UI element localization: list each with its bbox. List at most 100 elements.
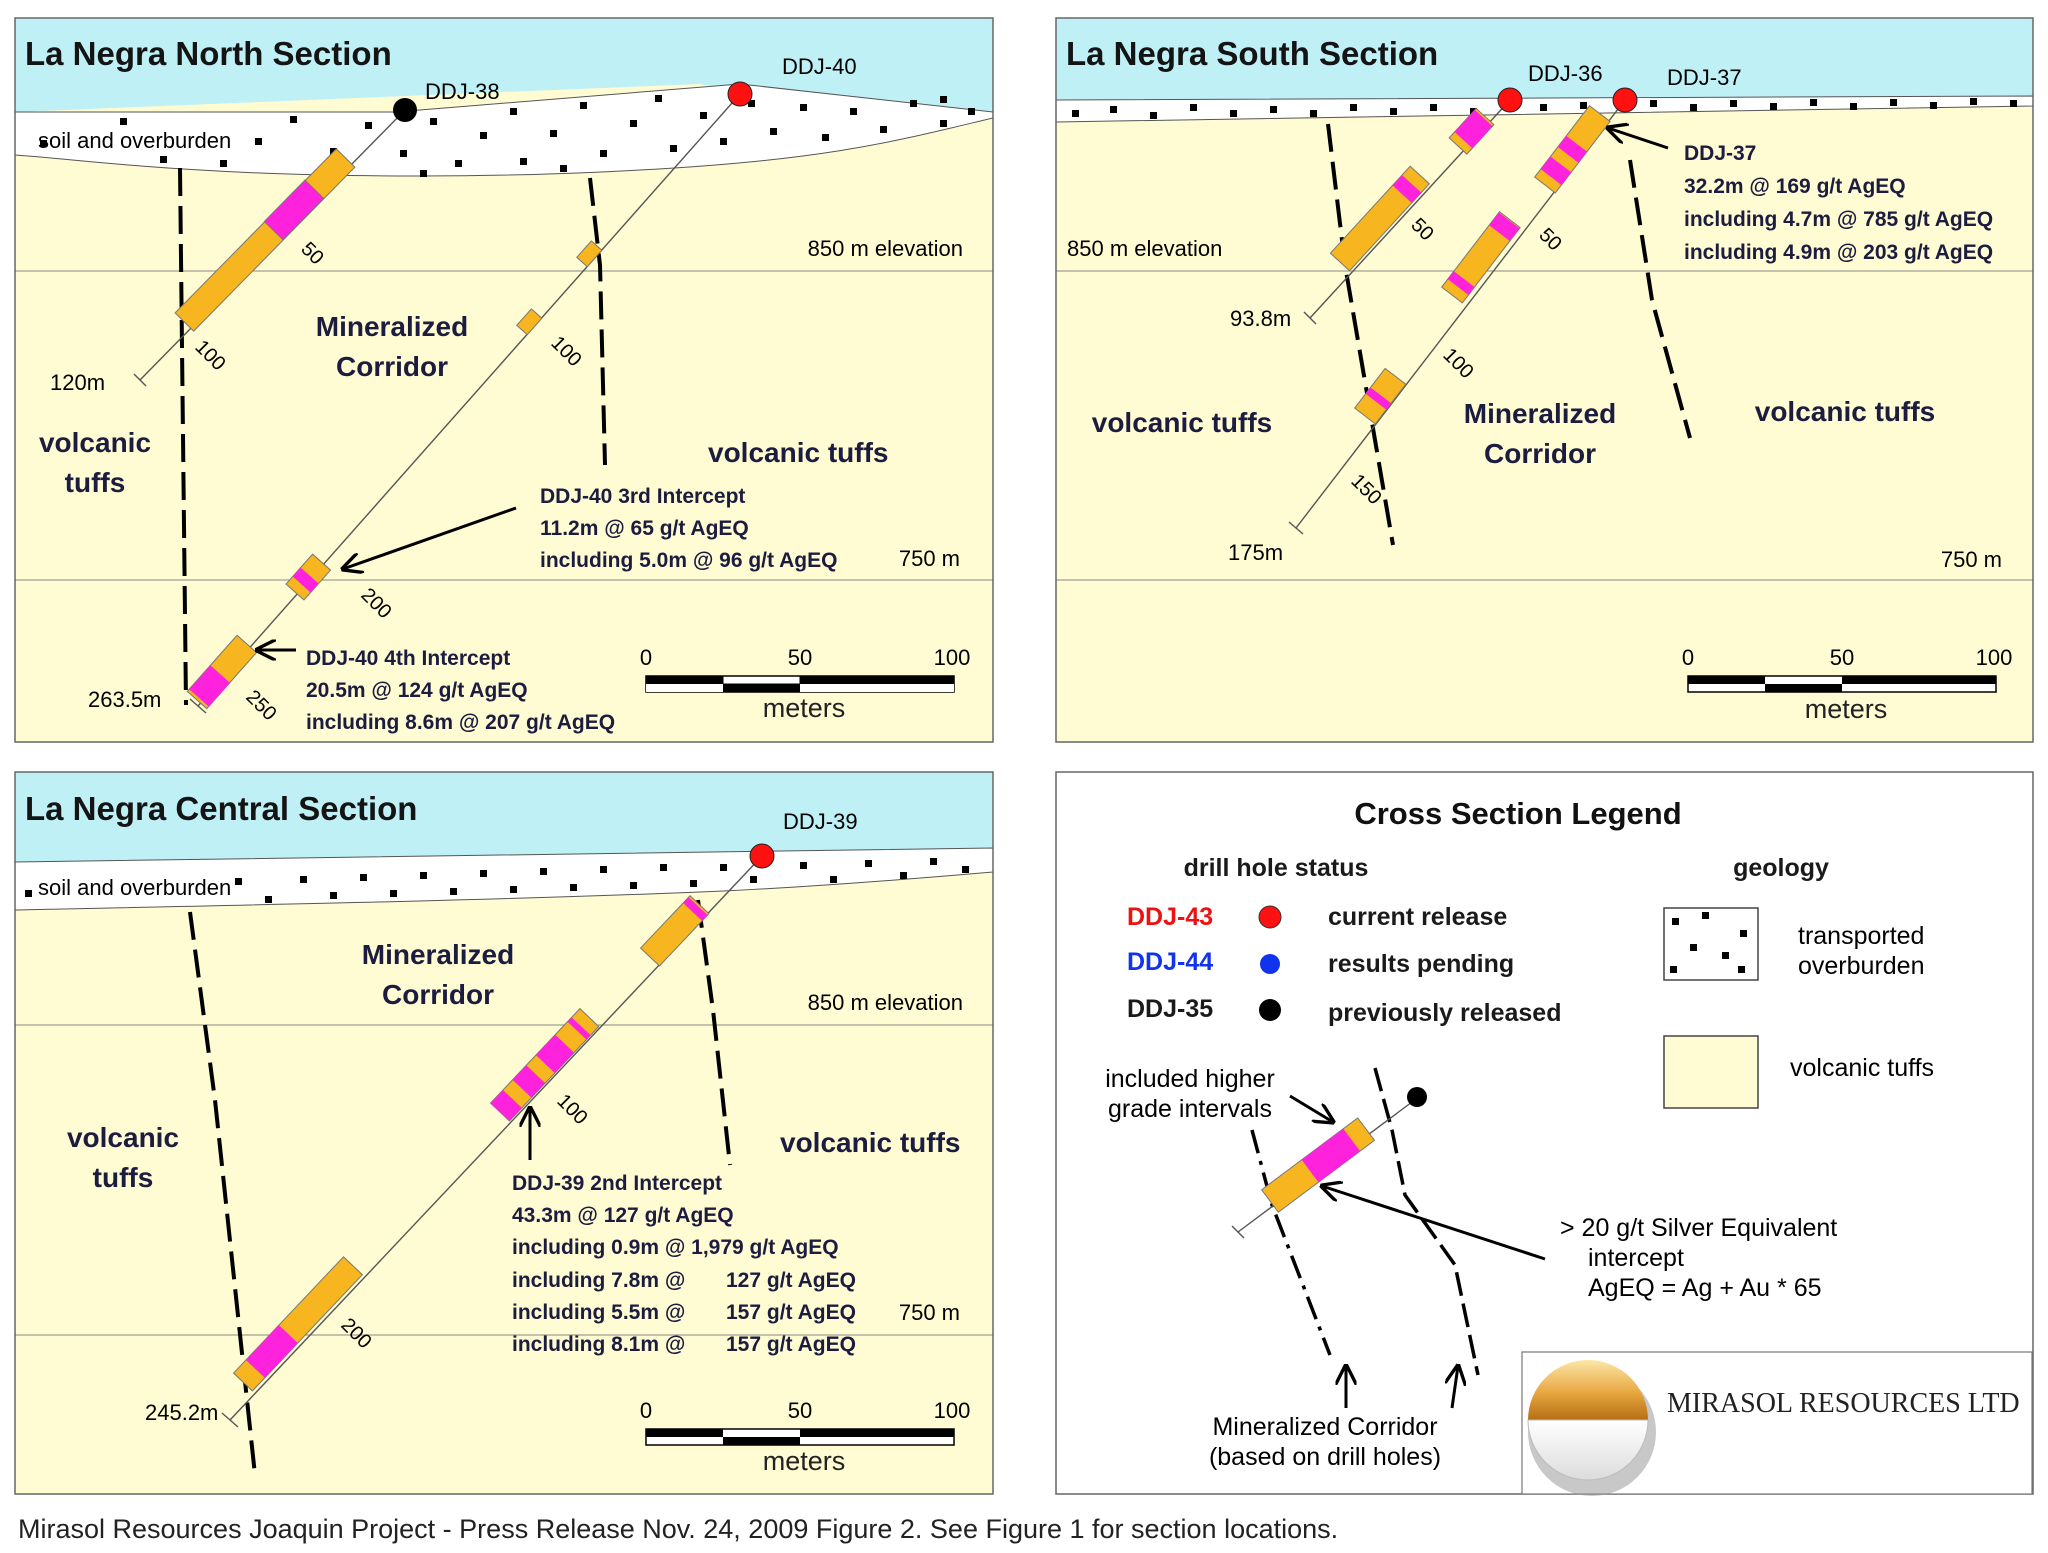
scale-50: 50 — [1830, 645, 1854, 670]
int-line-3: including 4.7m @ 785 g/t AgEQ — [1684, 208, 1993, 231]
arrow-3rd-intercept — [343, 506, 517, 569]
label-ddj-37: DDJ-37 — [1667, 65, 1742, 90]
scale-50: 50 — [788, 645, 812, 670]
previously-released-dot — [1259, 999, 1281, 1021]
tuff-swatch — [1663, 1035, 1759, 1109]
silver-eq-1: > 20 g/t Silver Equivalent — [1560, 1214, 1837, 1242]
tuffs-left: volcanic tuffs — [1092, 407, 1272, 438]
tuffs-right: volcanic tuffs — [1755, 396, 1935, 427]
status-current-code: DDJ-43 — [1127, 903, 1213, 931]
depth-ddj-40: 263.5m — [88, 687, 161, 712]
tuffs-left-1: volcanic — [67, 1122, 179, 1153]
elevation-750-label: 750 m — [1941, 547, 2002, 572]
drill-trace-ddj-40 — [197, 93, 741, 707]
scale-0: 0 — [640, 1398, 652, 1423]
soil-label: soil and overburden — [38, 128, 231, 153]
scale-0: 0 — [1682, 645, 1694, 670]
scale-0: 0 — [640, 645, 652, 670]
legend-diagram — [1231, 1067, 1546, 1409]
collar-ddj-38 — [393, 98, 417, 122]
mirasol-logo — [1527, 1360, 1656, 1496]
status-previous-code: DDJ-35 — [1127, 995, 1213, 1023]
corridor-label-1: Mineralized — [362, 939, 514, 970]
collar-ddj-39 — [749, 843, 775, 869]
corridor-boundary-west — [178, 167, 188, 706]
int3-line-1: DDJ-40 3rd Intercept — [540, 485, 745, 508]
status-pending-label: results pending — [1328, 950, 1514, 978]
elevation-750-label: 750 m — [899, 546, 960, 571]
int-line-6b: 157 g/t AgEQ — [726, 1333, 856, 1356]
north-title: La Negra North Section — [25, 35, 392, 72]
intercept-ddj-36-1 — [1448, 107, 1495, 155]
label-ddj-36: DDJ-36 — [1528, 61, 1603, 86]
north-section-panel: La Negra North Section DDJ-38 DDJ-40 soi… — [14, 17, 994, 743]
intercept-ddj-37-3 — [1353, 367, 1407, 425]
depth-ddj-36: 93.8m — [1230, 306, 1291, 331]
corridor-boundary-east — [1628, 159, 1692, 439]
intercept-ddj-39-2 — [489, 1007, 600, 1122]
status-pending-code: DDJ-44 — [1127, 948, 1213, 976]
arrow-ddj-37-intercept — [1608, 128, 1669, 150]
status-current-label: current release — [1328, 903, 1507, 931]
intercept-ddj-39-3 — [232, 1256, 364, 1392]
figure-caption: Mirasol Resources Joaquin Project - Pres… — [18, 1514, 1338, 1544]
collar-ddj-36 — [1497, 87, 1523, 113]
status-previous-label: previously released — [1328, 999, 1561, 1027]
int4-line-2: 20.5m @ 124 g/t AgEQ — [306, 679, 528, 702]
tuffs-right: volcanic tuffs — [780, 1127, 960, 1158]
geo-overburden-1: transported — [1798, 922, 1924, 950]
scale-50: 50 — [788, 1398, 812, 1423]
int-line-4a: including 7.8m @ — [512, 1269, 685, 1292]
current-release-dot — [1258, 905, 1282, 929]
central-title: La Negra Central Section — [25, 790, 417, 827]
corridor-label-2: Corridor — [336, 351, 448, 382]
silver-eq-2: intercept — [1588, 1244, 1684, 1272]
corridor-label-2: Corridor — [1484, 438, 1596, 469]
int-line-1: DDJ-39 2nd Intercept — [512, 1172, 722, 1195]
silver-eq-3: AgEQ = Ag + Au * 65 — [1588, 1274, 1822, 1302]
soil-label: soil and overburden — [38, 875, 231, 900]
int-line-4: including 4.9m @ 203 g/t AgEQ — [1684, 241, 1993, 264]
higher-grade-2: grade intervals — [1108, 1095, 1272, 1123]
elevation-850-label: 850 m elevation — [808, 236, 963, 261]
int-line-3: including 0.9m @ 1,979 g/t AgEQ — [512, 1236, 839, 1259]
scale-unit: meters — [1805, 694, 1888, 724]
scale-100: 100 — [1976, 645, 2013, 670]
scale-100: 100 — [934, 1398, 971, 1423]
int-line-1: DDJ-37 — [1684, 142, 1756, 165]
elevation-850-label: 850 m elevation — [1067, 236, 1222, 261]
higher-grade-1: included higher — [1105, 1065, 1275, 1093]
int-line-6a: including 8.1m @ — [512, 1333, 685, 1356]
south-section-panel: La Negra South Section DDJ-36 DDJ-37 850… — [1055, 17, 2034, 743]
tuffs-right: volcanic tuffs — [708, 437, 888, 468]
corridor-boundary-east — [588, 177, 607, 466]
company-name: MIRASOL RESOURCES LTD — [1667, 1388, 2020, 1419]
collar-ddj-37 — [1612, 87, 1638, 113]
int-line-4b: 127 g/t AgEQ — [726, 1269, 856, 1292]
sky-area — [1056, 18, 2033, 100]
corridor-label-1: Mineralized — [316, 311, 468, 342]
int-line-5a: including 5.5m @ — [512, 1301, 685, 1324]
int3-line-2: 11.2m @ 65 g/t AgEQ — [540, 517, 749, 540]
elevation-750-label: 750 m — [899, 1300, 960, 1325]
geo-overburden-2: overburden — [1798, 952, 1924, 980]
central-section-panel: La Negra Central Section DDJ-39 soil and… — [14, 771, 994, 1495]
label-ddj-38: DDJ-38 — [425, 79, 500, 104]
intercept-ddj-37-2 — [1440, 211, 1521, 304]
corridor-boundary-west — [1326, 123, 1395, 546]
int4-line-1: DDJ-40 4th Intercept — [306, 647, 510, 670]
intercept-ddj-40-3 — [285, 553, 332, 601]
intercept-ddj-40-4 — [186, 634, 258, 710]
geology-header: geology — [1733, 854, 1829, 882]
elevation-850-label: 850 m elevation — [808, 990, 963, 1015]
intercept-ddj-36-2 — [1329, 165, 1431, 272]
int4-line-3: including 8.6m @ 207 g/t AgEQ — [306, 711, 615, 734]
corridor-label-2: Corridor — [382, 979, 494, 1010]
legend-corridor-2: (based on drill holes) — [1209, 1443, 1441, 1471]
corridor-label-1: Mineralized — [1464, 398, 1616, 429]
legend-title: Cross Section Legend — [1354, 796, 1681, 831]
geo-tuffs: volcanic tuffs — [1790, 1054, 1934, 1082]
intercept-ddj-37-1 — [1533, 104, 1611, 194]
corridor-boundary-west — [188, 911, 257, 1476]
